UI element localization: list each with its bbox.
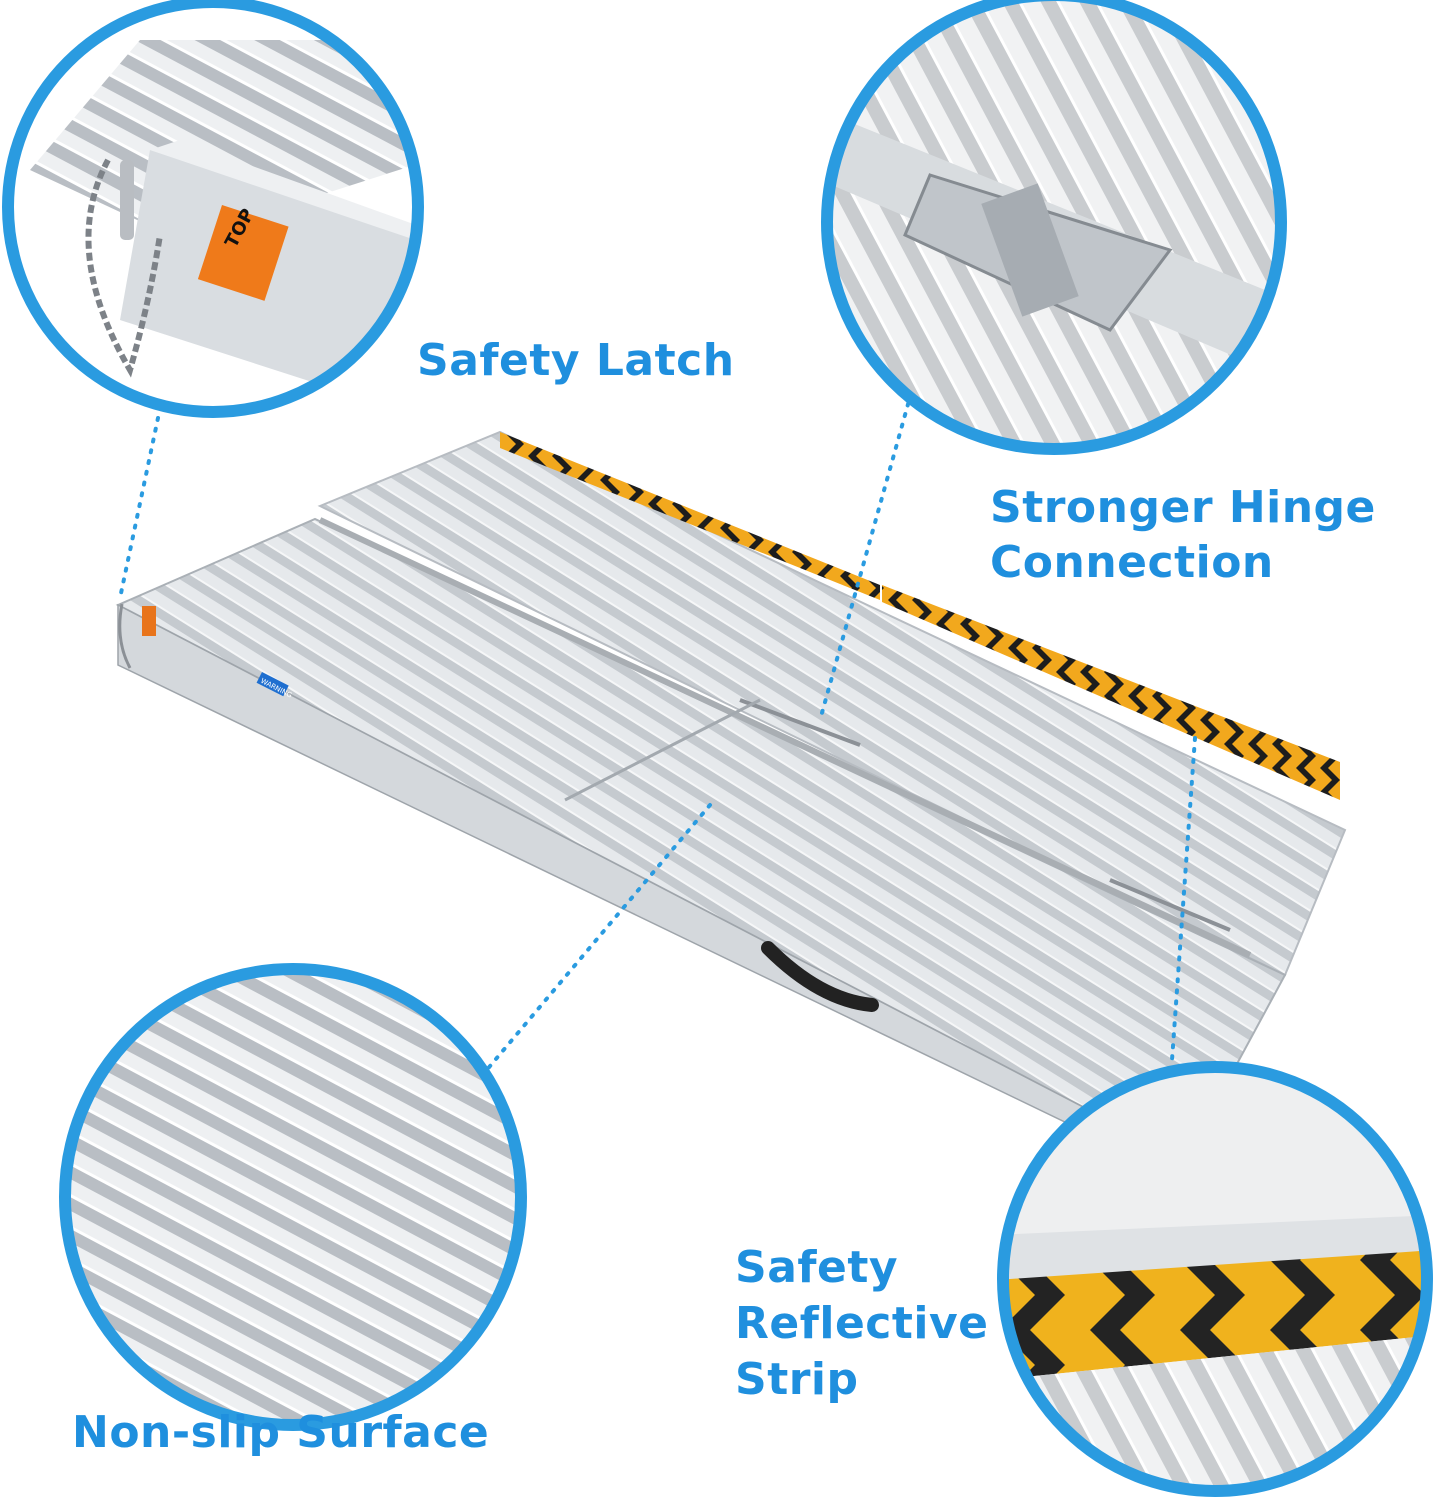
- zoom-circle-hinge: [821, 0, 1287, 455]
- reflective-strip: [500, 432, 880, 600]
- hinge-label-line-2: Connection: [990, 537, 1274, 588]
- reflective-label-line-1: Safety: [735, 1242, 899, 1293]
- zoom-circle-surface: [59, 963, 527, 1431]
- hinge-label-line-1: Stronger Hinge: [990, 482, 1376, 533]
- ramp-image: WARNING: [115, 430, 1347, 1182]
- zoom-circle-strip: [997, 1061, 1433, 1497]
- hinge-label: Stronger Hinge Connection: [990, 480, 1376, 590]
- zoom-circle-latch: TOP: [2, 0, 424, 418]
- reflective-strip-label: Safety Reflective Strip: [735, 1240, 989, 1408]
- non-slip-text: Non-slip Surface: [72, 1407, 490, 1458]
- top-sticker: [197, 205, 289, 301]
- safety-latch-label: Safety Latch: [417, 333, 735, 388]
- safety-latch-text: Safety Latch: [417, 335, 735, 386]
- reflective-label-line-3: Strip: [735, 1353, 859, 1405]
- reflective-label-line-2: Reflective: [735, 1297, 989, 1349]
- non-slip-label: Non-slip Surface: [72, 1405, 489, 1460]
- carry-handle: [761, 941, 879, 1012]
